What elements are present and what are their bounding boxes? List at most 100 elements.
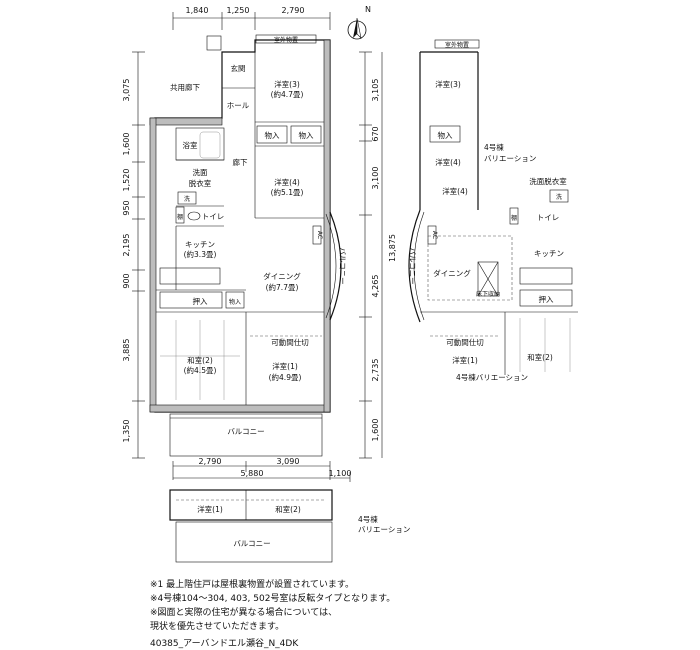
left-dimension-group: 3,075 1,600 1,520 950 2,195 900 3,885 1,… — [122, 51, 145, 459]
note-1: ※1 最上階住戸は屋根裏物置が設置されています。 — [150, 580, 354, 590]
wall-band-bottom — [149, 404, 331, 413]
dining-size: (約7.7畳) — [266, 282, 299, 292]
var-outdoor-storage: 室外物置 — [445, 41, 469, 49]
dim-extra-width: 1,100 — [329, 469, 352, 478]
japanese2-size: (約4.5畳) — [184, 365, 217, 375]
dim-left-2: 1,600 — [122, 133, 131, 156]
common-corridor-label: 共用廊下 — [170, 82, 200, 92]
var-wash: 洗 — [556, 193, 562, 201]
note-3: ※図面と実際の住宅が異なる場合については、 — [150, 608, 338, 618]
outdoor-storage-label: 室外物置 — [274, 36, 298, 44]
var-washroom: 洗面脱衣室 — [529, 176, 567, 186]
dim-total-height: 13,875 — [388, 234, 397, 262]
dim-top-3: 2,790 — [282, 6, 305, 15]
var-floor-storage: 床下収納 — [476, 290, 500, 298]
bottom-variation-plan: 洋室(1) 和室(2) バルコニー 4号棟 バリエーション — [169, 489, 410, 563]
var-side-balcony: バルコニー — [408, 247, 417, 284]
var-storage: 物入 — [438, 130, 453, 140]
dim-right-1: 3,105 — [371, 79, 380, 102]
kitchen-size: (約3.3畳) — [184, 249, 217, 259]
hall-label: ホール — [227, 101, 250, 110]
var-western3: 洋室(3) — [435, 79, 461, 89]
dim-left-1: 3,075 — [122, 79, 131, 102]
var-western4-top: 洋室(4) — [435, 157, 461, 167]
var-ac: AC — [431, 231, 438, 239]
western3-label: 洋室(3) — [274, 79, 300, 89]
note-2: ※4号棟104〜304, 403, 502号室は反転タイプとなります。 — [150, 594, 396, 604]
wall-band-top — [149, 117, 223, 126]
dim-left-6: 900 — [122, 273, 131, 288]
dim-top-1: 1,840 — [186, 6, 209, 15]
var-shelf: 棚 — [511, 214, 517, 222]
japanese2-label: 和室(2) — [187, 355, 213, 365]
dim-right-2: 670 — [371, 126, 380, 141]
bottom-dimension-group: 2,790 3,090 5,880 1,100 — [172, 457, 352, 482]
dim-left-3: 1,520 — [122, 169, 131, 192]
dim-top-2: 1,250 — [227, 6, 250, 15]
western4-label: 洋室(4) — [274, 177, 300, 187]
var-dining: ダイニング — [433, 268, 471, 278]
var-closet: 押入 — [539, 294, 554, 304]
dim-total-width: 5,880 — [241, 469, 264, 478]
shelf-label: 棚 — [177, 213, 183, 221]
note-4: 現状を優先させていただきます。 — [150, 622, 285, 632]
var-toilet: トイレ — [537, 213, 560, 222]
main-floor-plan: 室外物置 玄関 共用廊下 ホール 洋室(3) (約4.7畳) 物入 物入 浴室 … — [149, 34, 347, 457]
var-western1: 洋室(1) — [452, 355, 478, 365]
dining-label: ダイニング — [263, 271, 301, 281]
right-variation-plan: 室外物置 洋室(3) 物入 4号棟 バリエーション 洋室(4) 洋室(4) 洗面… — [408, 39, 578, 382]
corridor-label: 廊下 — [233, 157, 248, 167]
dim-bottom-2: 3,090 — [277, 457, 300, 466]
notes-block: ※1 最上階住戸は屋根裏物置が設置されています。 ※4号棟104〜304, 40… — [150, 578, 395, 634]
ac-label: AC — [316, 231, 323, 239]
side-balcony-label: バルコニー — [338, 247, 347, 284]
var-bottom-caption-2: バリエーション — [358, 525, 410, 534]
storage-b-label: 物入 — [299, 130, 314, 140]
top-dimension-group: 1,840 1,250 2,790 — [172, 6, 331, 30]
western1-label: 洋室(1) — [272, 361, 298, 371]
var-caption-top-2: バリエーション — [484, 154, 536, 163]
kitchen-label: キッチン — [185, 240, 215, 249]
var-japanese2: 和室(2) — [527, 352, 553, 362]
washroom-label-1: 洗面 — [193, 167, 208, 177]
balcony-label: バルコニー — [227, 427, 264, 436]
dim-right-4: 4,265 — [371, 275, 380, 298]
var-western4: 洋室(4) — [442, 186, 468, 196]
washroom-label-2: 脱衣室 — [189, 178, 212, 188]
var-bottom-caption-1: 4号棟 — [358, 514, 378, 524]
dim-right-6: 1,600 — [371, 419, 380, 442]
north-arrow-icon: N — [347, 5, 371, 40]
western3-size: (約4.7畳) — [271, 89, 304, 99]
western4-size: (約5.1畳) — [271, 187, 304, 197]
var-caption-bottom: 4号棟バリエーション — [456, 372, 528, 382]
wall-band-left — [149, 117, 157, 413]
movable-partition-label: 可動間仕切 — [271, 337, 309, 347]
dim-left-8: 1,350 — [122, 420, 131, 443]
meter-box — [206, 35, 222, 51]
right-dimension-group: 3,105 670 3,100 4,265 2,735 1,600 13,875 — [359, 51, 397, 459]
storage-c-label: 物入 — [229, 298, 241, 306]
outdoor-storage-box — [255, 34, 317, 44]
storage-a-label: 物入 — [265, 130, 280, 140]
var-bottom-western1: 洋室(1) — [197, 504, 223, 514]
balcony-area — [169, 413, 323, 457]
var-kitchen: キッチン — [534, 249, 564, 258]
entrance-label: 玄関 — [231, 63, 246, 73]
toilet-label: トイレ — [202, 212, 225, 221]
var-movable-partition: 可動間仕切 — [446, 337, 484, 347]
north-label: N — [365, 5, 371, 14]
dim-bottom-1: 2,790 — [199, 457, 222, 466]
dim-left-7: 3,885 — [122, 339, 131, 362]
dim-left-5: 2,195 — [122, 234, 131, 257]
dim-right-5: 2,735 — [371, 359, 380, 382]
plan-code: 40385_アーバンドエル瀬谷_N_4DK — [150, 639, 299, 649]
bath-label: 浴室 — [183, 140, 198, 150]
dim-left-4: 950 — [122, 200, 131, 215]
closet-label: 押入 — [193, 296, 208, 306]
var-caption-top-1: 4号棟 — [484, 142, 504, 152]
wall-band-right — [323, 39, 331, 413]
var-bottom-japanese2: 和室(2) — [275, 504, 301, 514]
wash-label: 洗 — [184, 195, 190, 203]
dim-right-3: 3,100 — [371, 167, 380, 190]
